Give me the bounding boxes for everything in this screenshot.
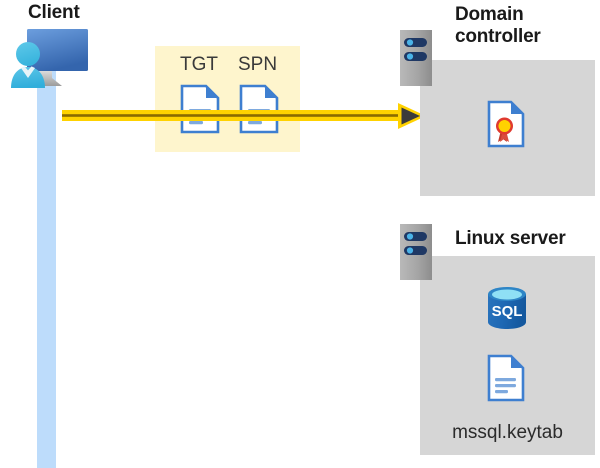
sql-icon-text: SQL bbox=[492, 303, 523, 320]
linux-server-title: Linux server bbox=[455, 228, 566, 249]
tgt-document-icon bbox=[180, 84, 220, 134]
certificate-icon bbox=[487, 100, 525, 148]
linux-server-icon bbox=[400, 224, 432, 280]
client-computer-user-icon bbox=[6, 26, 92, 92]
tgt-label: TGT bbox=[180, 54, 218, 75]
client-lifeline bbox=[37, 62, 56, 468]
domain-controller-server-icon bbox=[400, 30, 432, 86]
domain-controller-title-line1: Domain bbox=[455, 4, 524, 25]
flow-arrow-line bbox=[62, 110, 402, 121]
flow-arrow-head bbox=[398, 103, 426, 129]
domain-controller-title: Domain controller bbox=[455, 4, 595, 49]
domain-controller-title-line2: controller bbox=[455, 26, 541, 48]
keytab-document-icon bbox=[487, 354, 525, 402]
keytab-file-label: mssql.keytab bbox=[452, 422, 563, 443]
spn-document-icon bbox=[239, 84, 279, 134]
spn-label: SPN bbox=[238, 54, 278, 75]
sql-database-icon: SQL bbox=[485, 285, 529, 331]
client-title: Client bbox=[28, 2, 80, 23]
